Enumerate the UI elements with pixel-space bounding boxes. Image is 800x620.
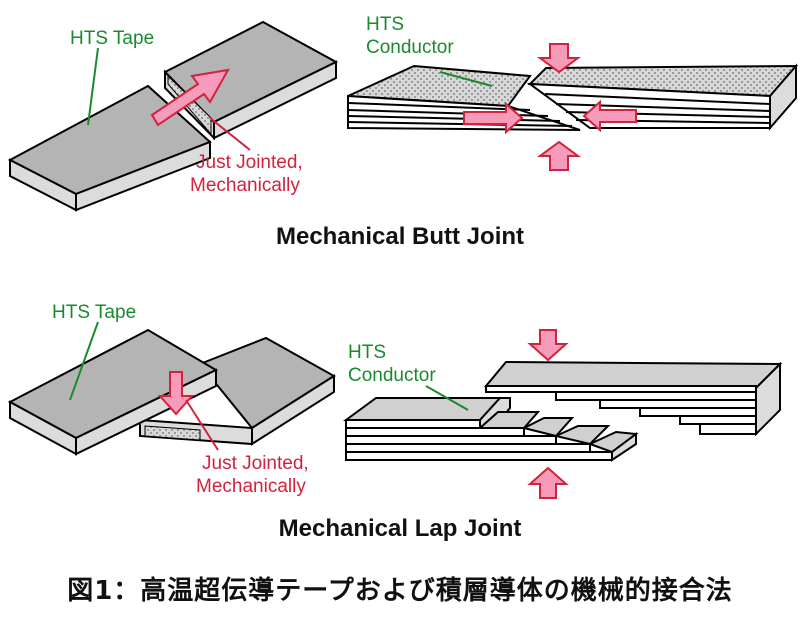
lap-arrow-up-icon (527, 466, 569, 499)
lap-tape-lower (139, 336, 336, 446)
butt-tape-leader (87, 47, 99, 126)
butt-joint-label-line2: Mechanically (190, 175, 300, 196)
butt-conductor-leader (439, 71, 493, 87)
lap-tape-label: HTS Tape (52, 302, 136, 323)
lap-conductor-illustration: HTS Conductor (342, 329, 783, 499)
figure-caption: 図1：高温超伝導テープおよび積層導体の機械的接合法 (67, 576, 733, 606)
butt-arrow-down-icon (536, 43, 582, 74)
butt-conductor-illustration: HTS Conductor (347, 14, 799, 171)
lap-conductor-label-line1: HTS (348, 342, 386, 363)
butt-tape-label: HTS Tape (70, 28, 154, 49)
butt-conductor-left-block (347, 64, 581, 131)
butt-tape-right (163, 20, 339, 141)
lap-tape-illustration: HTS Tape Just Jointed, Mechanically (7, 302, 336, 497)
butt-joint-label-line1: Just Jointed, (196, 152, 303, 173)
butt-joint-leader (209, 117, 251, 151)
lap-arrow-down-icon (527, 329, 569, 362)
butt-arrow-up-icon (536, 140, 582, 171)
lap-tape-leader (69, 321, 99, 401)
butt-joint-title: Mechanical Butt Joint (276, 223, 524, 250)
butt-conductor-label-line2: Conductor (366, 37, 454, 58)
lap-joint-leader (185, 399, 219, 451)
lap-conductor-leader (425, 385, 469, 411)
butt-conductor-label-line1: HTS (366, 14, 404, 35)
lap-conductor-upper-stack (483, 360, 783, 437)
lap-joint-label-line1: Just Jointed, (202, 453, 309, 474)
butt-tape-arrow-icon (150, 68, 230, 127)
lap-conductor-label-line2: Conductor (348, 365, 436, 386)
butt-arrow-left-icon (582, 99, 637, 133)
lap-joint-label-line2: Mechanically (196, 476, 306, 497)
lap-joint-title: Mechanical Lap Joint (279, 515, 522, 542)
butt-conductor-right-block (526, 63, 799, 131)
butt-arrow-right-icon (463, 101, 524, 135)
lap-tape-arrow-icon (157, 371, 195, 416)
lap-conductor-lower-stack (342, 397, 639, 462)
butt-tape-illustration: HTS Tape Just Jointed, Mechanically (7, 20, 339, 212)
